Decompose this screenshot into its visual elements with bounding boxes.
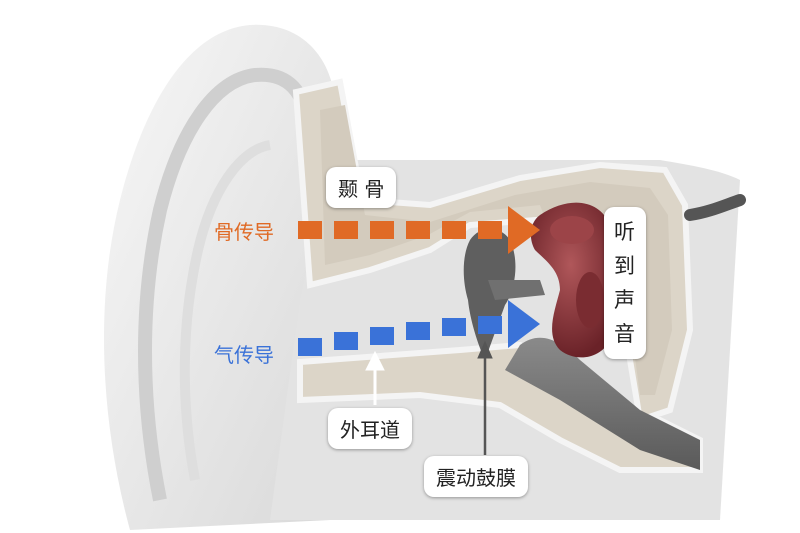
cochlea — [530, 202, 620, 358]
temporal-bone-label: 颞 骨 — [326, 167, 397, 208]
hear-sound-label: 听到声音 — [604, 207, 646, 359]
pointer-arrow — [365, 350, 385, 405]
headphone-band — [684, 194, 746, 221]
ear-canal-label: 外耳道 — [328, 408, 412, 449]
middle-ear — [463, 228, 700, 470]
eardrum-label: 震动鼓膜 — [424, 456, 528, 497]
pointer-arrow — [477, 340, 493, 455]
bone-conduction-arrow — [298, 206, 540, 254]
air-conduction-arrow — [298, 300, 540, 356]
bone-conduction-label: 骨传导 — [214, 220, 274, 244]
air-conduction-label: 气传导 — [214, 343, 274, 367]
